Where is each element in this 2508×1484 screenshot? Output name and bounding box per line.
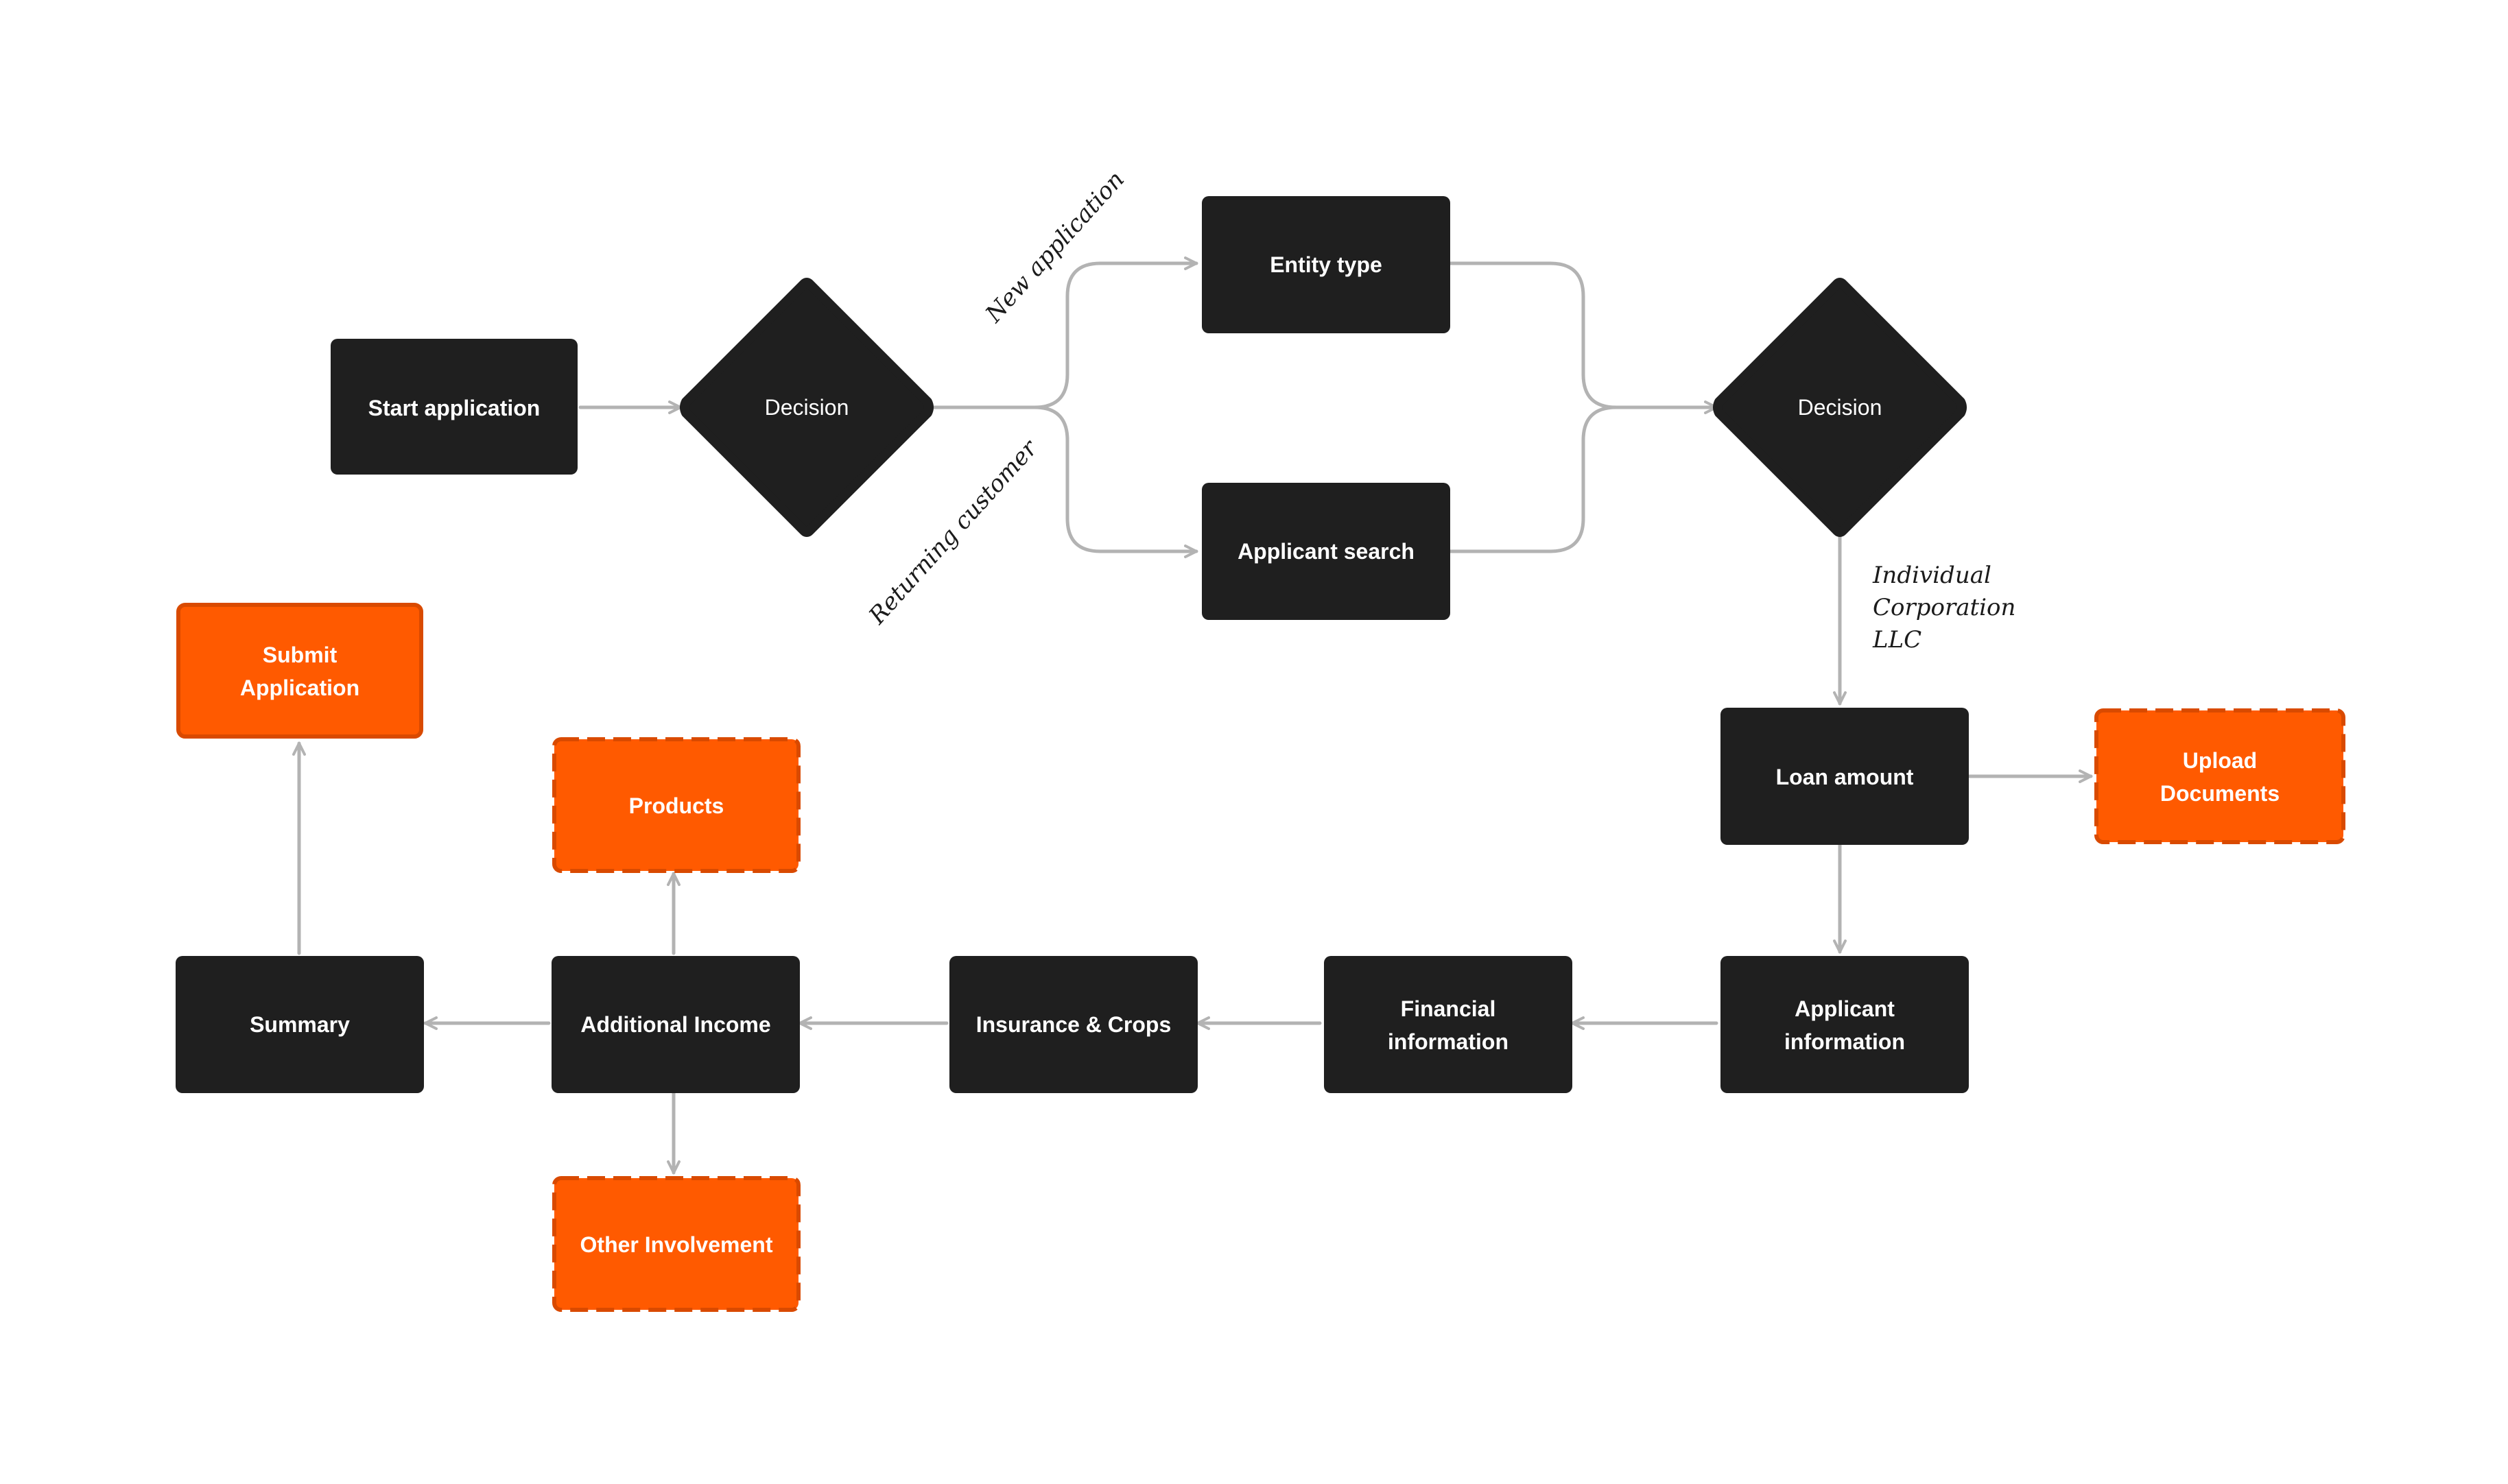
node-label-line1: Applicant xyxy=(1795,996,1895,1021)
label-entity-option-individual: Individual xyxy=(1872,562,1991,589)
node-label-line2: information xyxy=(1784,1029,1905,1054)
node-financial-information[interactable]: Financial information xyxy=(1324,956,1572,1093)
node-label: Start application xyxy=(368,396,541,420)
node-label: Insurance & Crops xyxy=(976,1012,1172,1037)
edge-entity-type-to-decision xyxy=(1447,261,1718,414)
node-label: Loan amount xyxy=(1776,765,1914,789)
label-entity-option-corporation: Corporation xyxy=(1873,594,2015,621)
node-applicant-search[interactable]: Applicant search xyxy=(1202,483,1450,620)
node-start-application[interactable]: Start application xyxy=(331,339,578,475)
node-label-line1: Submit xyxy=(263,643,338,667)
node-label: Products xyxy=(629,793,724,818)
label-returning-customer: Returning customer xyxy=(863,434,1043,630)
node-other-involvement[interactable]: Other Involvement xyxy=(552,1176,801,1312)
node-products[interactable]: Products xyxy=(552,737,801,873)
decision-label: Decision xyxy=(1798,395,1882,420)
node-submit-application[interactable]: Submit Application xyxy=(176,603,423,739)
connectors xyxy=(292,256,2093,1175)
node-label: Additional Income xyxy=(580,1012,770,1037)
node-label-line1: Upload xyxy=(2183,748,2257,773)
node-label-line2: Documents xyxy=(2160,781,2280,806)
node-label: Entity type xyxy=(1270,252,1382,277)
node-label-line1: Financial xyxy=(1401,996,1496,1021)
node-additional-income[interactable]: Additional Income xyxy=(552,956,800,1093)
node-label: Other Involvement xyxy=(580,1232,773,1257)
node-label: Applicant search xyxy=(1238,539,1415,564)
label-entity-option-llc: LLC xyxy=(1872,626,1921,654)
node-label: Summary xyxy=(250,1012,350,1037)
node-loan-amount[interactable]: Loan amount xyxy=(1720,708,1969,845)
decision-node-2[interactable]: Decision xyxy=(1713,278,1967,537)
node-insurance-crops[interactable]: Insurance & Crops xyxy=(949,956,1198,1093)
node-applicant-information[interactable]: Applicant information xyxy=(1720,956,1969,1093)
node-entity-type[interactable]: Entity type xyxy=(1202,196,1450,333)
decision-label: Decision xyxy=(765,395,849,420)
node-label-line2: information xyxy=(1388,1029,1509,1054)
label-new-application: New application xyxy=(980,166,1130,328)
edge-applicant-search-to-decision xyxy=(1447,405,1618,553)
edge-decision-to-entity-type xyxy=(930,256,1198,409)
node-summary[interactable]: Summary xyxy=(176,956,424,1093)
node-upload-documents[interactable]: Upload Documents xyxy=(2094,708,2345,844)
edge-decision-to-applicant-search xyxy=(1032,405,1198,558)
decision-node-1[interactable]: Decision xyxy=(680,278,934,537)
node-label-line2: Application xyxy=(240,675,359,700)
